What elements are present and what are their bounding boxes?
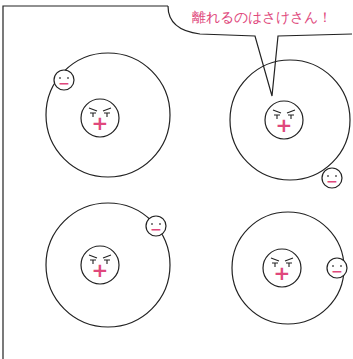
nucleus-face: + xyxy=(80,98,120,138)
electron-face: − xyxy=(326,257,348,279)
orbit xyxy=(230,60,350,180)
speech-bubble-text: 離れるのはさけさん！ xyxy=(188,8,336,26)
minus-sign: − xyxy=(53,69,75,90)
electron-face: − xyxy=(321,167,343,189)
electron-face: − xyxy=(145,215,167,237)
plus-sign: + xyxy=(80,98,120,133)
electron-face: − xyxy=(53,69,75,91)
plus-sign: + xyxy=(262,248,302,283)
nucleus-face: + xyxy=(262,248,302,288)
speech-text: 離れるのはさけさん！ xyxy=(188,8,336,24)
frame-line xyxy=(3,6,168,359)
nucleus-face: + xyxy=(264,100,304,140)
orbit xyxy=(46,203,170,327)
orbit xyxy=(46,53,170,177)
plus-sign: + xyxy=(264,100,304,135)
minus-sign: − xyxy=(326,257,348,278)
nucleus-face: + xyxy=(80,245,120,285)
minus-sign: − xyxy=(145,215,167,236)
speech-bubble xyxy=(168,6,352,96)
minus-sign: − xyxy=(321,167,343,188)
plus-sign: + xyxy=(80,245,120,280)
